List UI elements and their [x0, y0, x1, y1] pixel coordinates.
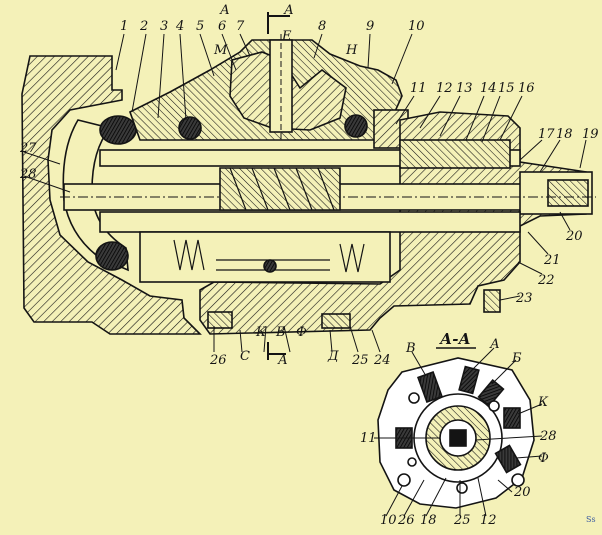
left-housing: [21, 55, 202, 335]
callout-9: 10: [408, 19, 425, 34]
bearing-mid: [344, 114, 368, 138]
section-callout-1: А: [489, 337, 500, 352]
letter-label-9: Д: [327, 349, 339, 364]
section-callout-12: 12: [480, 513, 497, 528]
section-leaders: [374, 347, 543, 517]
callout-12: 13: [456, 81, 473, 96]
section-callout-3: К: [537, 395, 549, 410]
worm-screw: [219, 167, 341, 211]
section-callout-5: 28: [539, 429, 557, 444]
bottom-nut: [207, 311, 233, 329]
callout-20: 21: [543, 253, 561, 268]
ball-nut-lower: [95, 241, 129, 271]
bottom-nut-2: [321, 313, 351, 329]
bolt-hole-4: [408, 392, 420, 404]
callout-5: 6: [218, 19, 226, 34]
bearing-left: [178, 116, 202, 140]
bolt-hole-5: [456, 482, 468, 494]
callout-14: 15: [498, 81, 515, 96]
section-callout-8: 10: [380, 513, 397, 528]
bolt-hole-3: [488, 400, 500, 412]
section-callout-10: 18: [420, 513, 437, 528]
callout-15: 16: [518, 81, 535, 96]
letter-label-7: Ф: [296, 325, 307, 340]
callout-8: 9: [366, 19, 374, 34]
pocket-a: [458, 365, 480, 395]
corner-watermark: Ss: [586, 515, 596, 524]
letter-label-3: М: [213, 43, 228, 58]
section-callout-11: 25: [453, 513, 471, 528]
callout-26: 27: [19, 141, 37, 156]
callout-2: 3: [160, 19, 168, 34]
section-shaft-key: [449, 429, 467, 447]
callout-10: 11: [410, 81, 427, 96]
callout-21: 22: [537, 273, 555, 288]
plunger-ball: [263, 259, 277, 273]
bolt-hole-1: [397, 473, 411, 487]
pocket-b: [477, 378, 505, 408]
ball-nut-upper: [99, 115, 137, 145]
bolt-hole-2: [511, 473, 525, 487]
callout-1: 2: [139, 19, 148, 34]
lower-valve-body: [139, 231, 391, 283]
section-title: А-А: [439, 330, 471, 348]
callout-11: 12: [436, 81, 453, 96]
letter-label-5: К: [255, 325, 267, 340]
callout-6: 7: [236, 19, 245, 34]
section-aa-view: [377, 357, 535, 509]
bottom-plug: [483, 289, 501, 313]
section-callout-4: 11: [360, 431, 377, 446]
callout-7: 8: [318, 19, 326, 34]
section-line-marker: [267, 12, 290, 360]
pocket-f: [494, 444, 522, 474]
housing-cavity: [62, 119, 129, 272]
letter-label-10: А: [219, 3, 230, 18]
leader-lines: [23, 33, 587, 353]
letter-label-1: А: [277, 353, 288, 368]
section-callout-0: В: [405, 341, 416, 356]
callout-22: 23: [515, 291, 533, 306]
callout-17: 18: [556, 127, 573, 142]
bolt-hole-6: [407, 457, 417, 467]
callout-16: 17: [538, 127, 555, 142]
valve-spool: [399, 139, 511, 169]
callout-0: 1: [120, 19, 128, 34]
main-sectional-view: [21, 12, 596, 360]
callout-27: 28: [19, 167, 37, 182]
letter-label-6: В: [275, 325, 286, 340]
callout-18: 19: [582, 127, 599, 142]
callout-4: 5: [196, 19, 204, 34]
callout-19: 20: [565, 229, 583, 244]
letter-label-0: А: [283, 3, 294, 18]
shaft-spline: [547, 179, 589, 207]
section-callout-9: 26: [397, 513, 415, 528]
callout-3: 4: [175, 19, 184, 34]
callout-24: 25: [351, 353, 369, 368]
callout-13: 14: [480, 81, 497, 96]
section-callout-7: 20: [513, 485, 531, 500]
letter-label-2: Е: [281, 29, 292, 44]
lower-sleeve: [99, 211, 521, 233]
pocket-k: [503, 407, 521, 429]
callout-25: 26: [209, 353, 227, 368]
section-callout-2: Б: [511, 351, 522, 366]
callout-23: 24: [373, 353, 391, 368]
letter-label-8: С: [240, 349, 250, 364]
letter-label-4: Н: [345, 43, 358, 58]
section-callout-6: Ф: [538, 451, 549, 466]
